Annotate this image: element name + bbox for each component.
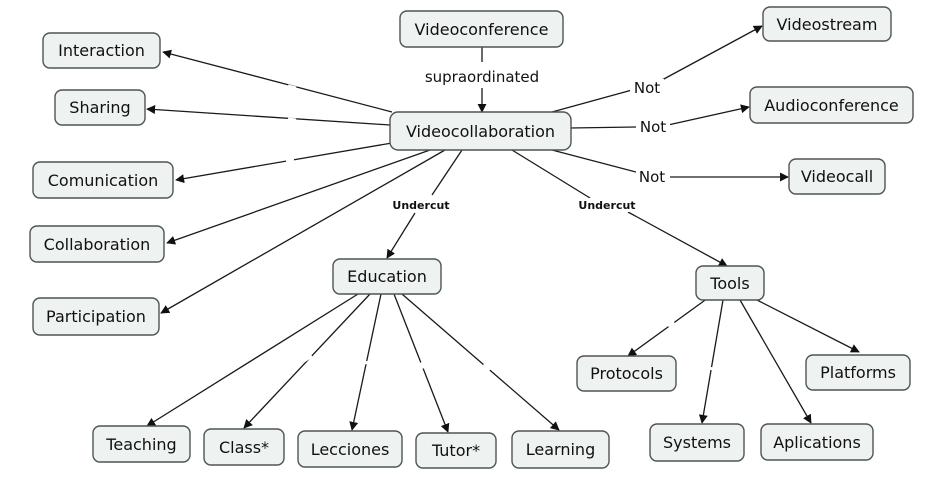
node-teaching[interactable]: Teaching xyxy=(92,425,191,463)
edge-to-class xyxy=(243,293,371,429)
edge-to-sharing xyxy=(146,105,391,126)
edge-to-collaboration xyxy=(166,149,431,245)
node-label-class: Class* xyxy=(219,438,269,457)
node-videostream[interactable]: Videostream xyxy=(762,6,892,42)
edge-to-learning xyxy=(401,293,560,431)
node-label-sharing: Sharing xyxy=(69,98,130,117)
node-education[interactable]: Education xyxy=(332,258,442,295)
node-label-learning: Learning xyxy=(526,440,595,459)
node-videocall[interactable]: Videocall xyxy=(788,158,886,195)
node-label-comunication: Comunication xyxy=(48,171,159,190)
link-label-undercut-tools: Undercut xyxy=(578,199,635,212)
node-sharing[interactable]: Sharing xyxy=(54,89,146,126)
node-label-videocall: Videocall xyxy=(801,167,873,186)
node-learning[interactable]: Learning xyxy=(511,430,610,469)
node-label-education: Education xyxy=(347,267,427,286)
edge-not-to-videostream xyxy=(661,25,763,81)
node-platforms[interactable]: Platforms xyxy=(805,354,911,391)
edge-to-not-audioconference xyxy=(569,126,637,129)
edge-undercut-to-tools xyxy=(627,211,728,267)
node-label-systems: Systems xyxy=(663,433,731,452)
edge-to-protocols xyxy=(627,297,709,357)
edge-to-teaching xyxy=(146,293,359,427)
edge-to-undercut-education xyxy=(431,149,463,196)
node-label-protocols: Protocols xyxy=(590,364,663,383)
link-label-not-videocall: Not xyxy=(639,168,665,186)
node-videoconference[interactable]: Videoconference xyxy=(399,10,564,48)
node-participation[interactable]: Participation xyxy=(32,297,160,336)
link-label-not-videostream: Not xyxy=(634,79,660,97)
node-label-platforms: Platforms xyxy=(820,363,896,382)
node-aplications[interactable]: Aplications xyxy=(760,423,874,461)
node-label-tools: Tools xyxy=(709,274,749,293)
node-label-videoconference: Videoconference xyxy=(415,20,549,39)
link-label-undercut-education: Undercut xyxy=(392,199,449,212)
edge-to-undercut-tools xyxy=(511,149,591,199)
edge-to-not-videocall xyxy=(551,149,637,173)
node-collaboration[interactable]: Collaboration xyxy=(29,225,165,263)
edge-to-systems xyxy=(698,299,724,424)
node-class[interactable]: Class* xyxy=(203,428,285,466)
node-systems[interactable]: Systems xyxy=(649,423,745,462)
edges xyxy=(146,25,860,433)
node-label-videocollaboration: Videocollaboration xyxy=(406,122,555,141)
node-tools[interactable]: Tools xyxy=(695,265,765,301)
edge-to-platforms xyxy=(756,299,860,353)
edge-to-interaction xyxy=(162,49,393,113)
link-labels: supraordinated Not Not Not Undercut Unde… xyxy=(388,68,670,212)
node-label-collaboration: Collaboration xyxy=(44,235,151,254)
link-label-supraordinated: supraordinated xyxy=(425,68,539,86)
node-label-lecciones: Lecciones xyxy=(311,440,390,459)
node-label-interaction: Interaction xyxy=(58,41,145,60)
node-label-audioconference: Audioconference xyxy=(764,96,899,115)
nodes: Videoconference Videostream Interaction … xyxy=(29,6,914,469)
node-audioconference[interactable]: Audioconference xyxy=(749,86,914,124)
node-videocollaboration[interactable]: Videocollaboration xyxy=(389,111,572,151)
node-label-videostream: Videostream xyxy=(777,15,878,34)
node-lecciones[interactable]: Lecciones xyxy=(297,430,403,468)
edge-undercut-to-education xyxy=(386,212,416,259)
edge-to-aplications xyxy=(739,299,812,424)
node-protocols[interactable]: Protocols xyxy=(576,355,677,392)
node-label-teaching: Teaching xyxy=(105,435,176,454)
node-label-participation: Participation xyxy=(46,307,146,326)
edge-not-to-audioconference xyxy=(667,104,750,126)
edge-to-participation xyxy=(160,149,446,314)
node-interaction[interactable]: Interaction xyxy=(42,32,161,69)
node-label-aplications: Aplications xyxy=(773,433,861,452)
node-label-tutor: Tutor* xyxy=(431,441,480,460)
link-label-not-audioconference: Not xyxy=(640,118,666,136)
edge-to-not-videostream xyxy=(551,89,633,113)
node-comunication[interactable]: Comunication xyxy=(32,161,174,199)
node-tutor[interactable]: Tutor* xyxy=(415,432,497,469)
edge-to-comunication xyxy=(175,142,393,184)
